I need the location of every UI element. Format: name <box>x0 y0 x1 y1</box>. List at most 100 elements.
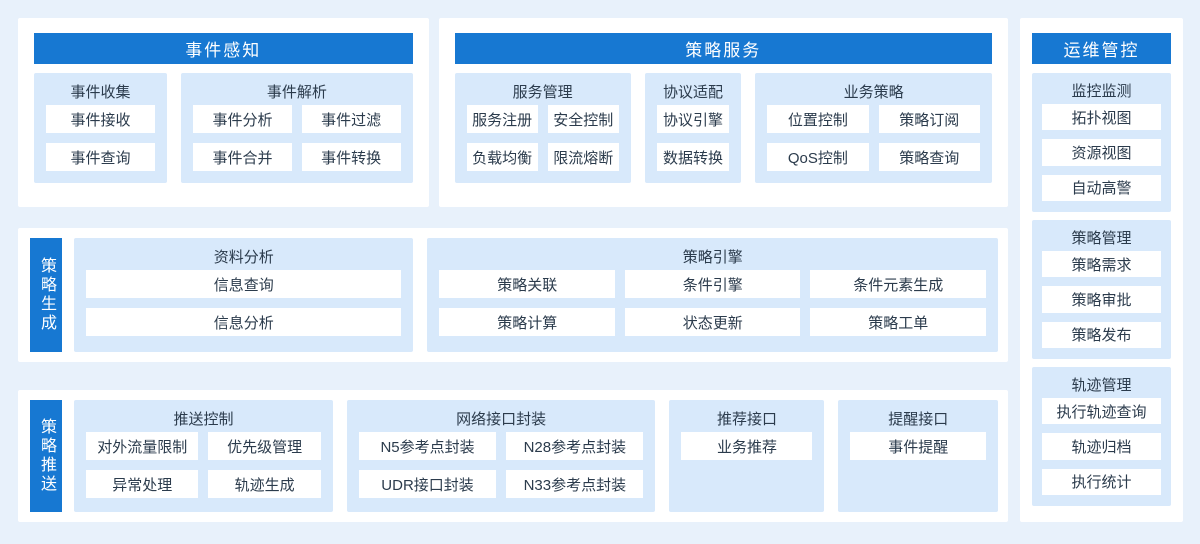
module-policy-association: 策略关联 <box>439 270 615 298</box>
event-perception-panel: 事件感知 事件收集 事件接收 事件查询 事件解析 事件分析 事件过滤 <box>18 18 429 207</box>
group-items: 位置控制 策略订阅 QoS控制 策略查询 <box>767 105 980 171</box>
group-title: 推送控制 <box>173 411 234 428</box>
module-exec-statistics: 执行统计 <box>1042 468 1161 495</box>
module-event-transform: 事件转换 <box>301 143 401 171</box>
module-exception-handling: 异常处理 <box>86 470 199 498</box>
module-auto-alarm: 自动高警 <box>1042 174 1161 201</box>
module-n28-ref-encap: N28参考点封装 <box>506 432 644 460</box>
module-n33-ref-encap: N33参考点封装 <box>506 470 644 498</box>
module-event-filter: 事件过滤 <box>301 105 401 133</box>
module-info-query: 信息查询 <box>86 270 402 298</box>
group-items: 事件分析 事件过滤 事件合并 事件转换 <box>193 105 401 171</box>
module-condition-element-gen: 条件元素生成 <box>810 270 986 298</box>
group-items: 服务注册 安全控制 负载均衡 限流熔断 <box>466 105 619 171</box>
policy-push-groups: 推送控制 对外流量限制 优先级管理 异常处理 轨迹生成 网络接口封装 N5参考点… <box>74 400 998 512</box>
policy-push-band: 策略推送 推送控制 对外流量限制 优先级管理 异常处理 轨迹生成 网络接口封装 … <box>18 390 1008 522</box>
group-title: 策略管理 <box>1071 230 1132 247</box>
module-policy-ticket: 策略工单 <box>810 308 986 336</box>
policy-generation-band: 策略生成 资料分析 信息查询 信息分析 策略引擎 策略关联 条件引擎 条件元素生… <box>18 228 1008 362</box>
group-items: 对外流量限制 优先级管理 异常处理 轨迹生成 <box>86 432 321 500</box>
module-policy-demand: 策略需求 <box>1042 251 1161 278</box>
group-items: 事件提醒 <box>850 432 986 500</box>
group-event-collection: 事件收集 事件接收 事件查询 <box>34 73 168 183</box>
module-condition-engine: 条件引擎 <box>624 270 801 298</box>
event-perception-groups: 事件收集 事件接收 事件查询 事件解析 事件分析 事件过滤 事件合并 事件转换 <box>34 73 413 183</box>
group-event-parsing: 事件解析 事件分析 事件过滤 事件合并 事件转换 <box>181 73 413 183</box>
module-policy-subscribe: 策略订阅 <box>878 105 980 133</box>
module-security-control: 安全控制 <box>547 105 619 133</box>
group-items: 事件接收 事件查询 <box>46 105 156 171</box>
policy-service-title: 策略服务 <box>454 33 992 64</box>
group-title: 监控监测 <box>1071 83 1132 100</box>
group-items: 拓扑视图 资源视图 自动高警 <box>1042 104 1161 201</box>
module-qos-control: QoS控制 <box>767 143 869 171</box>
module-location-control: 位置控制 <box>767 105 869 133</box>
module-service-register: 服务注册 <box>466 105 538 133</box>
module-event-receive: 事件接收 <box>46 105 156 133</box>
group-business-policy: 业务策略 位置控制 策略订阅 QoS控制 策略查询 <box>755 73 992 183</box>
group-items: 执行轨迹查询 轨迹归档 执行统计 <box>1042 398 1161 495</box>
group-items: N5参考点封装 N28参考点封装 UDR接口封装 N33参考点封装 <box>358 432 644 500</box>
ops-control-title: 运维管控 <box>1032 33 1171 64</box>
module-protocol-engine: 协议引擎 <box>656 105 730 133</box>
policy-generation-label: 策略生成 <box>30 238 62 352</box>
group-title: 协议适配 <box>662 84 723 101</box>
module-topology-view: 拓扑视图 <box>1042 104 1161 131</box>
group-trace-mgmt: 轨迹管理 执行轨迹查询 轨迹归档 执行统计 <box>1032 367 1171 506</box>
module-udr-if-encap: UDR接口封装 <box>358 470 497 498</box>
module-trace-archive: 轨迹归档 <box>1042 433 1161 460</box>
module-exec-trace-query: 执行轨迹查询 <box>1042 398 1161 425</box>
group-service-mgmt: 服务管理 服务注册 安全控制 负载均衡 限流熔断 <box>454 73 631 183</box>
policy-push-label: 策略推送 <box>30 400 62 512</box>
event-perception-title: 事件感知 <box>34 33 413 64</box>
policy-service-groups: 服务管理 服务注册 安全控制 负载均衡 限流熔断 协议适配 协议引擎 数据转换 <box>454 73 992 183</box>
group-push-control: 推送控制 对外流量限制 优先级管理 异常处理 轨迹生成 <box>74 400 333 512</box>
group-title: 事件收集 <box>70 84 131 101</box>
module-policy-approval: 策略审批 <box>1042 286 1161 313</box>
group-policy-mgmt: 策略管理 策略需求 策略审批 策略发布 <box>1032 220 1171 359</box>
module-event-remind: 事件提醒 <box>850 432 986 460</box>
module-external-traffic-limit: 对外流量限制 <box>86 432 199 460</box>
group-data-analysis: 资料分析 信息查询 信息分析 <box>74 238 414 352</box>
module-load-balance: 负载均衡 <box>466 143 538 171</box>
group-title: 网络接口封装 <box>456 411 547 428</box>
group-items: 业务推荐 <box>681 432 813 500</box>
module-priority-mgmt: 优先级管理 <box>208 432 321 460</box>
group-title: 提醒接口 <box>888 411 949 428</box>
group-title: 资料分析 <box>213 249 274 266</box>
group-items: 策略需求 策略审批 策略发布 <box>1042 251 1161 348</box>
group-monitoring: 监控监测 拓扑视图 资源视图 自动高警 <box>1032 73 1171 212</box>
main-column: 事件感知 事件收集 事件接收 事件查询 事件解析 事件分析 事件过滤 <box>18 18 1008 522</box>
group-protocol-adapt: 协议适配 协议引擎 数据转换 <box>644 73 742 183</box>
group-policy-engine: 策略引擎 策略关联 条件引擎 条件元素生成 策略计算 状态更新 策略工单 <box>427 238 998 352</box>
group-title: 策略引擎 <box>682 249 743 266</box>
group-items: 策略关联 条件引擎 条件元素生成 策略计算 状态更新 策略工单 <box>439 270 986 340</box>
group-network-interface-encap: 网络接口封装 N5参考点封装 N28参考点封装 UDR接口封装 N33参考点封装 <box>346 400 656 512</box>
group-title: 事件解析 <box>266 84 327 101</box>
module-policy-query: 策略查询 <box>878 143 980 171</box>
ops-groups: 监控监测 拓扑视图 资源视图 自动高警 策略管理 策略需求 策略审批 策略发布 … <box>1032 73 1171 506</box>
top-row: 事件感知 事件收集 事件接收 事件查询 事件解析 事件分析 事件过滤 <box>18 18 1008 207</box>
group-title: 推荐接口 <box>716 411 777 428</box>
module-status-update: 状态更新 <box>624 308 801 336</box>
module-data-transform: 数据转换 <box>656 143 730 171</box>
group-title: 轨迹管理 <box>1071 377 1132 394</box>
module-rate-limit-fuse: 限流熔断 <box>547 143 619 171</box>
module-business-recommend: 业务推荐 <box>681 432 813 460</box>
group-items: 协议引擎 数据转换 <box>656 105 730 171</box>
module-event-analysis: 事件分析 <box>193 105 292 133</box>
group-title: 业务策略 <box>843 84 904 101</box>
group-title: 服务管理 <box>512 84 573 101</box>
module-info-analysis: 信息分析 <box>86 308 402 336</box>
module-event-merge: 事件合并 <box>193 143 292 171</box>
group-items: 信息查询 信息分析 <box>86 270 402 340</box>
policy-service-panel: 策略服务 服务管理 服务注册 安全控制 负载均衡 限流熔断 协议适配 <box>438 18 1008 207</box>
module-policy-publish: 策略发布 <box>1042 321 1161 348</box>
policy-generation-groups: 资料分析 信息查询 信息分析 策略引擎 策略关联 条件引擎 条件元素生成 策略计… <box>74 238 998 352</box>
module-event-query: 事件查询 <box>46 143 156 171</box>
module-n5-ref-encap: N5参考点封装 <box>358 432 497 460</box>
module-trace-generation: 轨迹生成 <box>208 470 321 498</box>
module-resource-view: 资源视图 <box>1042 139 1161 166</box>
ops-control-column: 运维管控 监控监测 拓扑视图 资源视图 自动高警 策略管理 策略需求 策略审批 … <box>1020 18 1183 522</box>
